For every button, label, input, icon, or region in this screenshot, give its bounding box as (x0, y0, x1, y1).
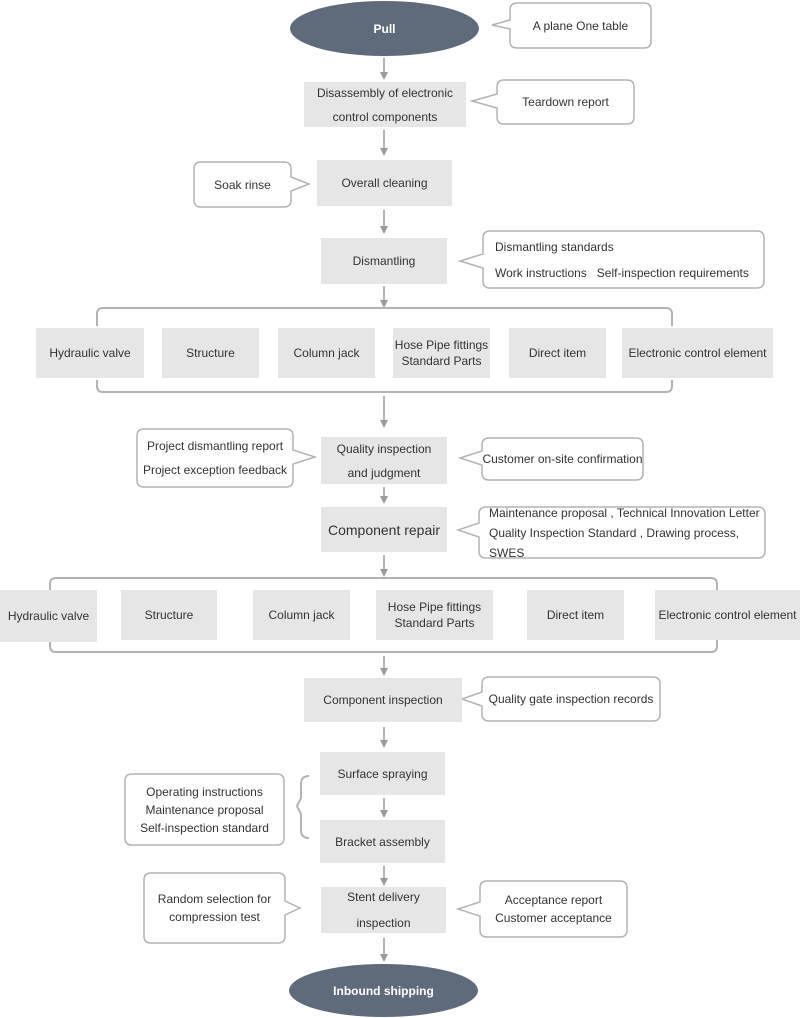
note-operating-line2: Maintenance proposal (145, 802, 264, 817)
part-label-line1: Hose Pipe fittings (387, 600, 482, 614)
note-plane-table-text: A plane One table (532, 18, 629, 33)
step-cleaning-label: Overall cleaning (341, 176, 428, 190)
part-label: Hydraulic valve (7, 609, 90, 623)
step-delivery-line2: inspection (356, 916, 411, 930)
note-project-line2: Project exception feedback (142, 463, 288, 477)
step-dismantling: Dismantling (321, 238, 447, 284)
note-operating-instructions: Operating instructions Maintenance propo… (125, 774, 284, 845)
end-terminal: Inbound shipping (289, 964, 478, 1017)
note-quality-gate-text: Quality gate inspection records (488, 692, 654, 706)
start-label: Pull (373, 21, 396, 36)
part-row2-electronic-control: Electronic control element (655, 590, 800, 640)
step-component-inspection: Component inspection (304, 678, 462, 722)
end-label: Inbound shipping (333, 983, 434, 998)
part-label: Direct item (546, 608, 605, 622)
start-terminal: Pull (290, 1, 479, 56)
step-quality-line2: and judgment (347, 465, 421, 480)
note-acceptance-line1: Acceptance report (504, 893, 603, 907)
part-row2-hydraulic-valve: Hydraulic valve (0, 590, 97, 642)
step-stent-delivery: Stent delivery inspection (321, 887, 446, 933)
note-customer-text: Customer on-site confirmation (482, 452, 643, 466)
part-label: Hydraulic valve (49, 346, 131, 360)
note-project-report: Project dismantling report Project excep… (137, 429, 293, 487)
part-label: Structure (186, 346, 235, 360)
callout-bubbles (124, 2, 766, 944)
part-row1-direct-item: Direct item (509, 328, 606, 378)
part-row1-hydraulic-valve: Hydraulic valve (36, 328, 144, 378)
note-plane-table: A plane One table (510, 3, 651, 48)
part-row2-column-jack: Column jack (253, 590, 350, 640)
note-acceptance-line2: Customer acceptance (495, 911, 612, 925)
note-teardown-report: Teardown report (497, 80, 634, 124)
part-label-line1: Hose Pipe fittings (394, 338, 489, 352)
part-label: Column jack (293, 346, 360, 360)
part-label: Column jack (268, 608, 335, 622)
note-soak-text: Soak rinse (214, 177, 271, 192)
step-delivery-line1: Stent delivery (347, 890, 420, 904)
step-disassembly: Disassembly of electronic control compon… (304, 82, 466, 127)
step-surface-spraying: Surface spraying (320, 752, 445, 795)
part-row1-column-jack: Column jack (278, 328, 375, 378)
part-row1-hose-fittings: Hose Pipe fittings Standard Parts (393, 328, 490, 378)
step-bracket-assembly: Bracket assembly (320, 820, 445, 863)
part-label: Electronic control element (658, 608, 797, 622)
step-cleaning: Overall cleaning (317, 160, 452, 206)
step-component-inspection-label: Component inspection (323, 693, 443, 707)
note-operating-line3: Self-inspection standard (140, 820, 269, 835)
part-label: Direct item (528, 346, 587, 360)
step-disassembly-line1: Disassembly of electronic (316, 85, 454, 100)
part-row2-structure: Structure (121, 590, 217, 640)
group-brackets (49, 307, 718, 839)
part-row2-direct-item: Direct item (527, 590, 624, 640)
part-label: Electronic control element (628, 346, 767, 360)
step-spraying-label: Surface spraying (337, 766, 428, 781)
note-customer-confirmation: Customer on-site confirmation (482, 438, 643, 480)
note-maintenance-proposal: Maintenance proposal , Technical Innovat… (489, 506, 765, 560)
note-dismantling-standards: Dismantling standards Work instructions … (495, 231, 764, 288)
part-label: Structure (144, 608, 194, 622)
note-random-line2: compression test (169, 910, 260, 924)
step-bracket-label: Bracket assembly (335, 834, 430, 849)
part-label-line2: Standard Parts (394, 616, 475, 630)
note-acceptance-report: Acceptance report Customer acceptance (480, 881, 627, 937)
note-maintenance-line2: Quality Inspection Standard , Drawing pr… (489, 525, 740, 560)
part-label-line2: Standard Parts (401, 354, 482, 368)
note-random-selection: Random selection for compression test (144, 873, 285, 943)
part-row1-electronic-control: Electronic control element (622, 328, 773, 378)
part-row2-hose-fittings: Hose Pipe fittings Standard Parts (376, 590, 493, 640)
step-dismantling-label: Dismantling (352, 254, 416, 268)
step-quality-line1: Quality inspection (336, 441, 432, 456)
note-maintenance-line1: Maintenance proposal , Technical Innovat… (489, 505, 760, 520)
note-dismantling-line1: Dismantling standards (495, 239, 614, 254)
note-soak-rinse: Soak rinse (194, 162, 291, 207)
step-component-repair: Component repair (321, 507, 447, 552)
note-quality-gate: Quality gate inspection records (482, 677, 660, 721)
note-random-line1: Random selection for (157, 892, 272, 906)
step-repair-label: Component repair (327, 521, 441, 538)
note-operating-line1: Operating instructions (146, 784, 263, 799)
step-quality-inspection: Quality inspection and judgment (321, 437, 447, 484)
part-row1-structure: Structure (162, 328, 259, 378)
note-dismantling-line2: Work instructions Self-inspection requir… (495, 265, 749, 280)
step-disassembly-line2: control components (332, 109, 438, 124)
note-project-line1: Project dismantling report (146, 439, 284, 453)
note-teardown-text: Teardown report (522, 95, 609, 109)
